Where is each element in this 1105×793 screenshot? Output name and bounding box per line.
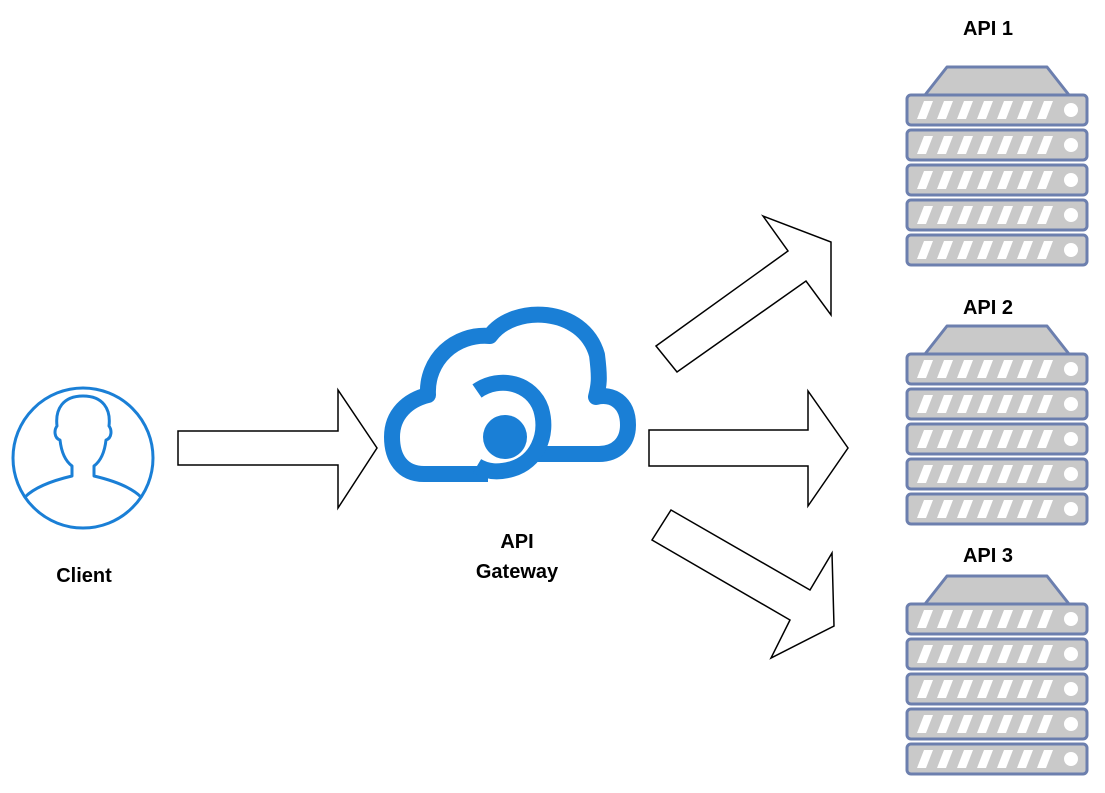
- api1-label: API 1: [962, 18, 1014, 40]
- server-rack-icon: [907, 67, 1087, 265]
- gateway-label-line1: API: [500, 531, 534, 553]
- arrow-client-to-gateway: [177, 387, 378, 511]
- api3-label: API 3: [962, 545, 1014, 567]
- gateway-label-line2: Gateway: [475, 561, 559, 583]
- gateway-label: API Gateway: [442, 527, 592, 587]
- cloud-gateway-icon: [384, 306, 636, 482]
- arrow-gateway-to-api2: [648, 388, 849, 509]
- arrow-gateway-to-api3: [650, 508, 835, 660]
- api2-label: API 2: [962, 297, 1014, 319]
- server-rack-icon: [907, 326, 1087, 524]
- arrow-gateway-to-api1: [654, 214, 832, 374]
- client-label: Client: [56, 565, 112, 587]
- server-rack-icon: [907, 576, 1087, 774]
- user-icon: [11, 386, 155, 530]
